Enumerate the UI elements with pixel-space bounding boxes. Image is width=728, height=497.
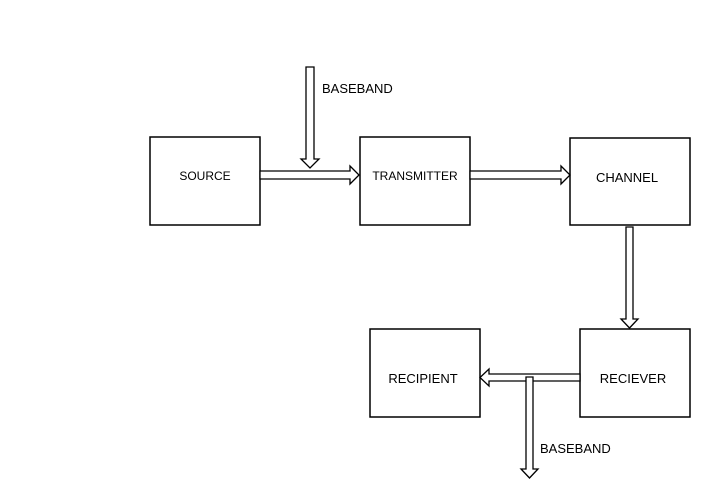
channel-block: CHANNEL	[569, 137, 691, 226]
source-block: SOURCE	[149, 136, 261, 226]
recipient-label: RECIPIENT	[388, 371, 457, 386]
receiver-block: RECIEVER	[579, 328, 691, 418]
arrow-baseband-out	[519, 376, 540, 479]
transmitter-label: TRANSMITTER	[372, 169, 458, 183]
arrow-channel-to-receiver	[619, 226, 640, 329]
baseband-in-label: BASEBAND	[322, 81, 393, 96]
recipient-block: RECIPIENT	[369, 328, 481, 418]
source-label: SOURCE	[179, 169, 230, 183]
arrow-baseband-in	[299, 66, 321, 169]
channel-label: CHANNEL	[596, 170, 658, 185]
arrow-transmitter-to-channel	[469, 164, 571, 186]
arrow-source-to-transmitter	[259, 164, 360, 186]
baseband-out-label: BASEBAND	[540, 441, 611, 456]
receiver-label: RECIEVER	[600, 371, 666, 386]
transmitter-block: TRANSMITTER	[359, 136, 471, 226]
